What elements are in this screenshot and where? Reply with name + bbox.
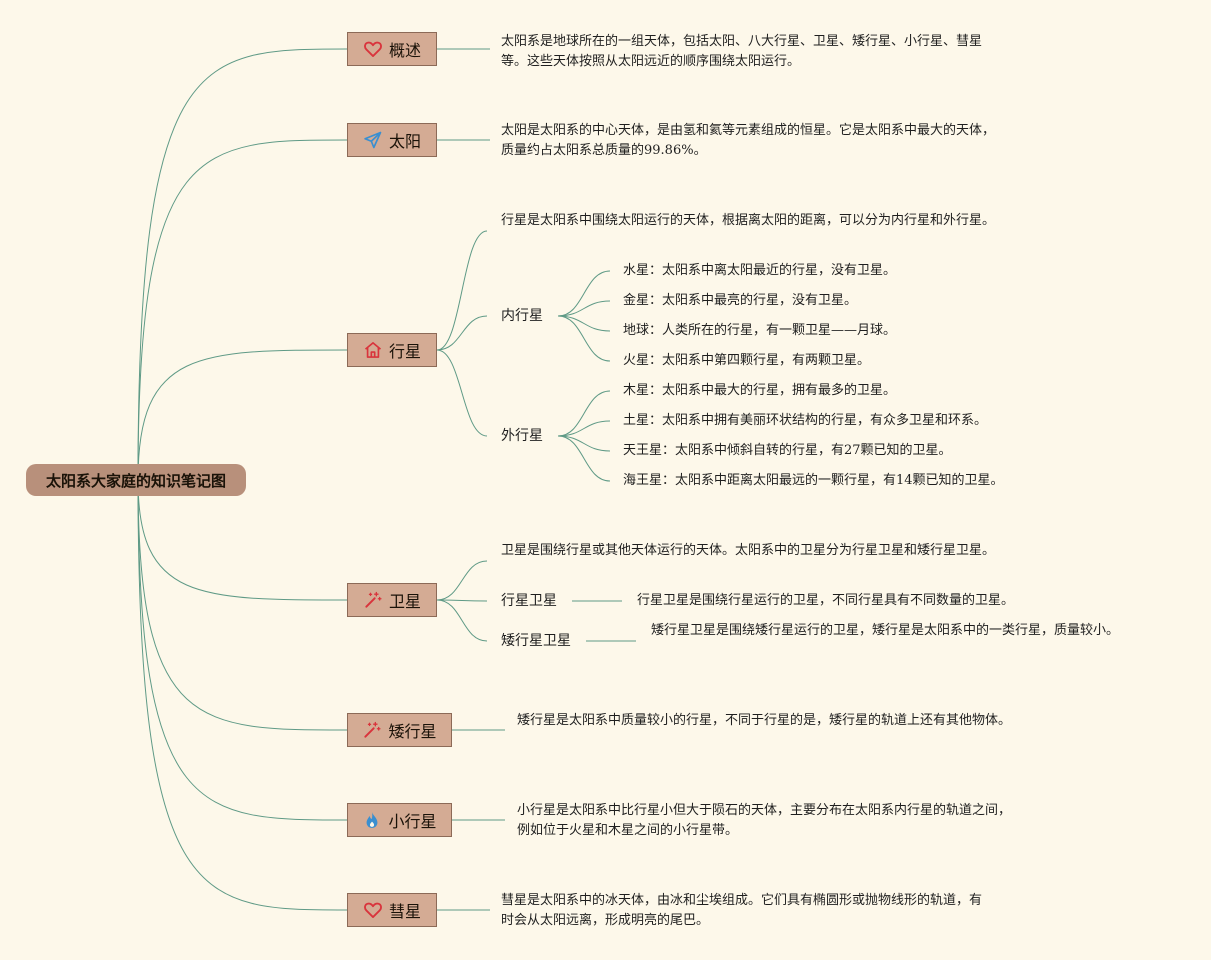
flame-icon [362, 810, 382, 830]
connector-line [557, 270, 611, 317]
branch-label: 小行星 [388, 812, 437, 831]
branch-satellites[interactable]: 卫星 [347, 583, 437, 617]
inner-planets-node[interactable]: 内行星 [501, 308, 543, 324]
heart-icon [363, 39, 383, 59]
connector-line [436, 599, 488, 602]
outer-planet-item: 海王星：太阳系中距离太阳最远的一颗行星，有14颗已知的卫星。 [623, 473, 1004, 488]
branch-sun[interactable]: 太阳 [347, 123, 437, 157]
outer-planets-node[interactable]: 外行星 [501, 428, 543, 444]
branch-label: 卫星 [388, 592, 421, 611]
dwarf-satellites-detail: 矮行星卫星是围绕矮行星运行的卫星，矮行星是太阳系中的一类行星，质量较小。 [651, 623, 1120, 638]
dwarf-satellites-node[interactable]: 矮行星卫星 [501, 633, 571, 649]
inner-planet-item: 地球：人类所在的行星，有一颗卫星——月球。 [623, 323, 897, 338]
connector-line [557, 435, 611, 452]
sun-note: 太阳是太阳系的中心天体，是由氢和氦等元素组成的恒星。它是太阳系中最大的天体，质量… [501, 123, 996, 158]
connector-line [436, 349, 488, 437]
connector-line [137, 479, 348, 731]
branch-dwarf-planets[interactable]: 矮行星 [347, 713, 452, 747]
connector-line [137, 48, 348, 481]
connector-line [557, 420, 611, 437]
outer-planet-item: 土星：太阳系中拥有美丽环状结构的行星，有众多卫星和环系。 [623, 413, 988, 428]
paper-plane-icon [363, 130, 383, 150]
asteroids-note: 小行星是太阳系中比行星小但大于陨石的天体，主要分布在太阳系内行星的轨道之间，例如… [517, 803, 1012, 838]
connector-line [557, 300, 611, 317]
heart-icon [363, 900, 383, 920]
connector-line [137, 479, 348, 911]
outer-planet-item: 木星：太阳系中最大的行星，拥有最多的卫星。 [623, 383, 897, 398]
planets-note: 行星是太阳系中围绕太阳运行的天体，根据离太阳的距离，可以分为内行星和外行星。 [501, 213, 996, 228]
branch-asteroids[interactable]: 小行星 [347, 803, 452, 837]
home-icon [363, 340, 383, 360]
branch-label: 太阳 [388, 132, 421, 151]
connector-line [557, 390, 611, 437]
branch-label: 矮行星 [388, 722, 437, 741]
planet-satellites-detail: 行星卫星是围绕行星运行的卫星，不同行星具有不同数量的卫星。 [637, 593, 1015, 608]
branch-label: 概述 [388, 41, 421, 60]
branch-label: 彗星 [388, 902, 421, 921]
branch-comets[interactable]: 彗星 [347, 893, 437, 927]
dwarf-planets-note: 矮行星是太阳系中质量较小的行星，不同于行星的是，矮行星的轨道上还有其他物体。 [517, 713, 1012, 728]
root-node[interactable]: 太阳系大家庭的知识笔记图 [26, 464, 246, 496]
satellites-note: 卫星是围绕行星或其他天体运行的天体。太阳系中的卫星分为行星卫星和矮行星卫星。 [501, 543, 996, 558]
connector-line [137, 139, 348, 481]
overview-note: 太阳系是地球所在的一组天体，包括太阳、八大行星、卫星、矮行星、小行星、彗星等。这… [501, 34, 983, 69]
branch-overview[interactable]: 概述 [347, 32, 437, 66]
connector-line [436, 560, 488, 601]
connector-line [436, 599, 488, 642]
connector-line [137, 349, 348, 481]
branch-planets[interactable]: 行星 [347, 333, 437, 367]
connector-line [557, 435, 611, 482]
comets-note: 彗星是太阳系中的冰天体，由冰和尘埃组成。它们具有椭圆形或抛物线形的轨道，有时会从… [501, 893, 983, 928]
root-title: 太阳系大家庭的知识笔记图 [45, 471, 226, 490]
inner-planet-item: 金星：太阳系中最亮的行星，没有卫星。 [623, 293, 858, 308]
connector-line [137, 479, 348, 601]
outer-planet-item: 天王星：太阳系中倾斜自转的行星，有27颗已知的卫星。 [623, 443, 952, 458]
connector-line [557, 315, 611, 362]
magic-wand-icon [363, 590, 383, 610]
inner-planet-item: 水星：太阳系中离太阳最近的行星，没有卫星。 [623, 263, 897, 278]
branch-label: 行星 [388, 342, 421, 361]
magic-wand-icon [362, 720, 382, 740]
inner-planet-item: 火星：太阳系中第四颗行星，有两颗卫星。 [623, 353, 871, 368]
connector-line [436, 230, 488, 351]
connector-line [137, 479, 348, 821]
connector-line [557, 315, 611, 332]
planet-satellites-node[interactable]: 行星卫星 [501, 593, 557, 609]
connector-line [436, 315, 488, 351]
